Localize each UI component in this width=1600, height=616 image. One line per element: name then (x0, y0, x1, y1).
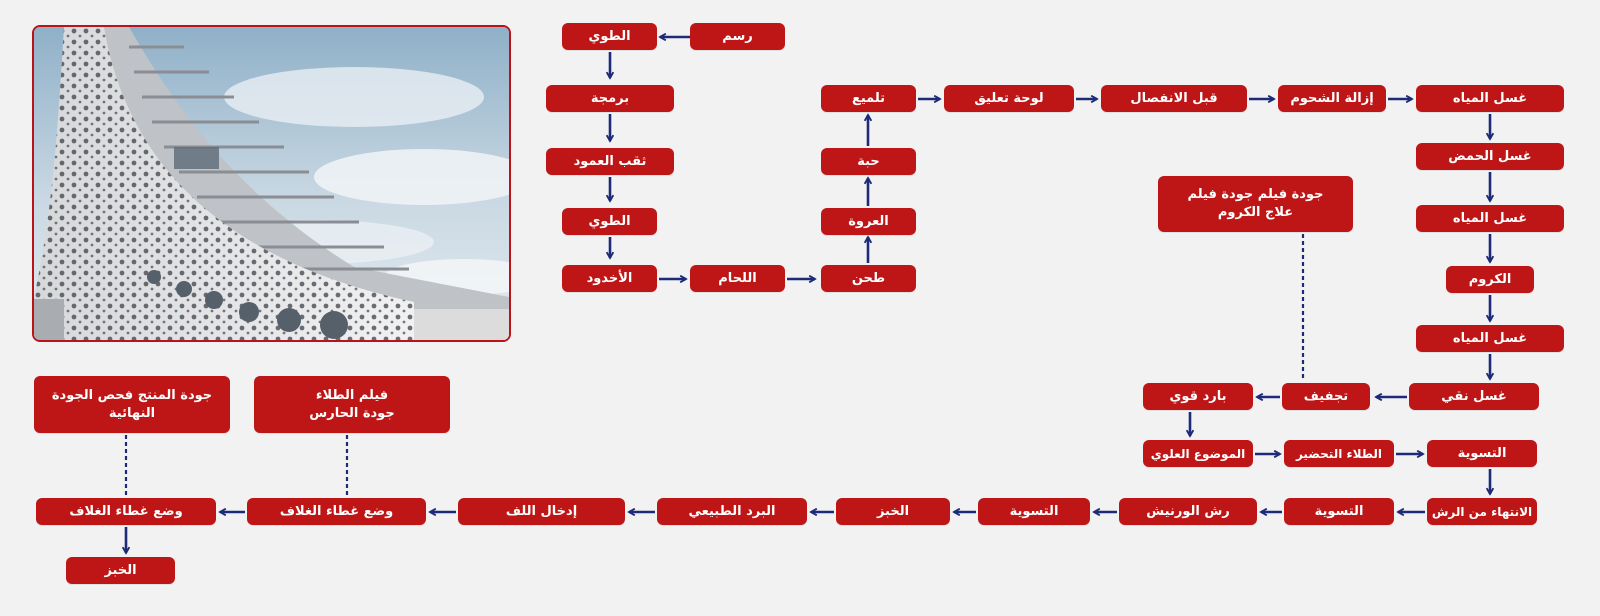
node-tahn: طحن (821, 265, 916, 292)
node-ghasl-naqi: غسل نقي (1409, 383, 1539, 410)
node-thaqb: ثقب العمود (546, 148, 674, 175)
building-photo (32, 25, 511, 342)
node-liham: اللحام (690, 265, 785, 292)
node-khubz-2: الخبز (66, 557, 175, 584)
node-quality-final: جودة المنتج فحص الجودة النهائية (34, 376, 230, 433)
node-ghasl-hamd: غسل الحمض (1416, 143, 1564, 170)
node-urwa: العروة (821, 208, 916, 235)
node-bard-tabee: البرد الطبيعي (657, 498, 807, 525)
node-wad-1: وضع غطاء الغلاف (36, 498, 216, 525)
node-rasm: رسم (690, 23, 785, 50)
node-khubz-1: الخبز (836, 498, 950, 525)
node-qabl: قبل الانفصال (1101, 85, 1247, 112)
node-rash: رش الورنيش (1119, 498, 1257, 525)
node-intihaa: الانتهاء من الرش (1427, 498, 1537, 525)
node-taswiya-3: التسوية (978, 498, 1090, 525)
node-chrome: الكروم (1446, 266, 1534, 293)
node-lawha: لوحة تعليق (944, 85, 1074, 112)
node-mawdoo: الموضوع العلوي (1143, 440, 1253, 467)
node-habba: حبة (821, 148, 916, 175)
node-taswiya-1: التسوية (1427, 440, 1537, 467)
node-ukhdood: الأخدود (562, 265, 657, 292)
node-wad-2: وضع غطاء الغلاف (247, 498, 426, 525)
node-ghasl-1: غسل المياه (1416, 85, 1564, 112)
node-quality-chrome: جودة فيلم جودة فيلم علاج الكروم (1158, 176, 1353, 232)
node-idkhal: إدخال اللف (458, 498, 625, 525)
node-taswiya-2: التسوية (1284, 498, 1394, 525)
node-izala: إزالة الشحوم (1278, 85, 1386, 112)
node-tila-tahdeer: الطلاء التحضير (1284, 440, 1394, 467)
node-quality-paint: فيلم الطلاء جودة الحارس (254, 376, 450, 433)
node-talmee: تلميع (821, 85, 916, 112)
node-tay-top: الطوي (562, 23, 657, 50)
building-photo-image (34, 27, 509, 340)
node-barmaja: برمجة (546, 85, 674, 112)
node-bard-qawi: بارد قوي (1143, 383, 1253, 410)
node-tajfeef: تجفيف (1282, 383, 1370, 410)
node-ghasl-2: غسل المياه (1416, 205, 1564, 232)
node-tay-mid: الطوي (562, 208, 657, 235)
node-ghasl-3: غسل المياه (1416, 325, 1564, 352)
